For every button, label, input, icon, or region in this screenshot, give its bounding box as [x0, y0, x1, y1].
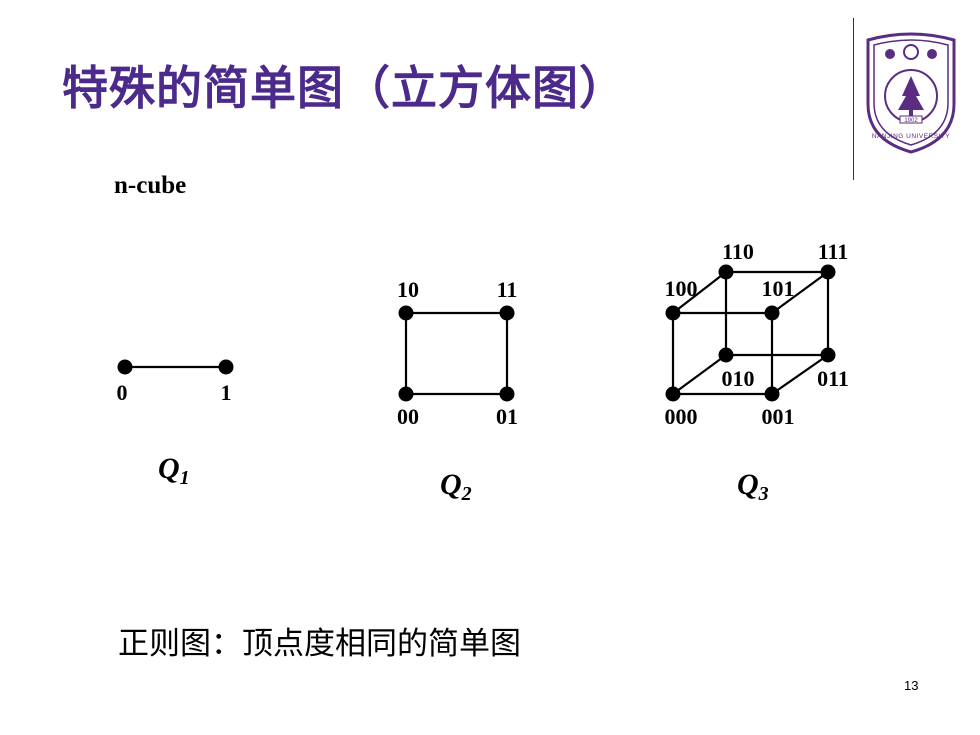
- q-letter: Q: [158, 452, 180, 485]
- vertex-label-00: 00: [397, 404, 419, 429]
- edge-101-111: [771, 271, 829, 314]
- page-title: 特殊的简单图（立方体图）: [62, 61, 626, 115]
- q-subscript: 2: [461, 483, 472, 505]
- vertex-000: [665, 386, 681, 402]
- vertex-11: [499, 305, 515, 321]
- vertex-label-010: 010: [722, 366, 755, 391]
- vertex-label-011: 011: [817, 366, 849, 391]
- page-number: 13: [904, 678, 919, 693]
- q-subscript: 1: [180, 467, 190, 489]
- vertex-101: [764, 305, 780, 321]
- vertex-110: [718, 264, 734, 280]
- vertex-00: [398, 386, 414, 402]
- vertex-label-110: 110: [722, 239, 754, 264]
- vertex-label-01: 01: [496, 404, 518, 429]
- vertex-label-100: 100: [665, 276, 698, 301]
- vertex-label-111: 111: [818, 239, 849, 264]
- q-letter: Q: [737, 468, 759, 501]
- university-logo: 1902 NANJING UNIVERSITY: [866, 32, 956, 154]
- vertex-01: [499, 386, 515, 402]
- vertex-label-10: 10: [397, 277, 419, 302]
- edge-100-110: [672, 271, 727, 314]
- tree-icon: [898, 76, 924, 110]
- vertex-011: [820, 347, 836, 363]
- vertex-1: [218, 359, 234, 375]
- edge-000-010: [672, 354, 727, 395]
- vertex-label-101: 101: [762, 276, 795, 301]
- vertex-label-000: 000: [665, 404, 698, 429]
- n-cube-heading: n-cube: [114, 172, 187, 199]
- q3-label: Q3: [737, 468, 769, 505]
- edge-001-011: [771, 354, 829, 395]
- vertex-100: [665, 305, 681, 321]
- q-letter: Q: [440, 468, 462, 501]
- vertex-label-1: 1: [221, 380, 232, 405]
- crest-year: 1902: [904, 118, 918, 124]
- q-subscript: 3: [758, 483, 769, 505]
- vertex-111: [820, 264, 836, 280]
- vertex-10: [398, 305, 414, 321]
- vertex-0: [117, 359, 133, 375]
- vertex-label-001: 001: [762, 404, 795, 429]
- regular-graph-definition: 正则图：顶点度相同的简单图: [118, 626, 521, 662]
- vertex-001: [764, 386, 780, 402]
- header-divider: [853, 18, 854, 180]
- vertex-label-0: 0: [117, 380, 128, 405]
- q1-label: Q1: [158, 452, 190, 489]
- vertex-label-11: 11: [497, 277, 518, 302]
- crest-text: NANJING UNIVERSITY: [872, 133, 951, 140]
- vertex-010: [718, 347, 734, 363]
- q2-label: Q2: [440, 468, 472, 505]
